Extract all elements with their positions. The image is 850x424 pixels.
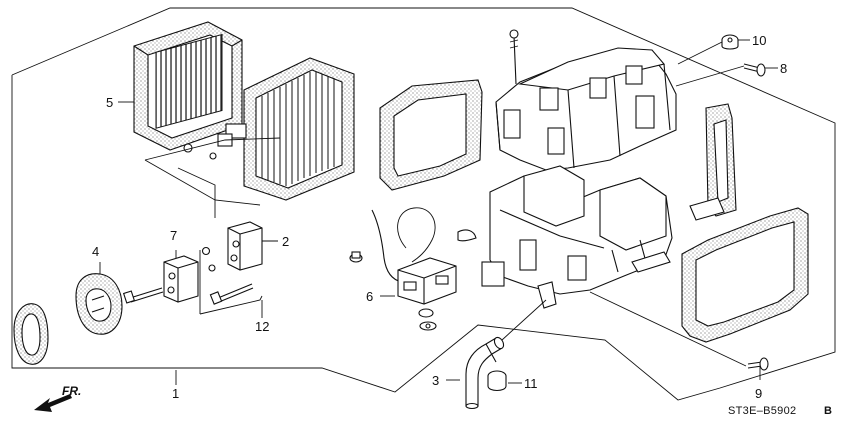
callout-6: 6 (366, 289, 373, 304)
callout-1: 1 (172, 386, 179, 401)
lower-case (481, 165, 673, 309)
callout-4: 4 (92, 244, 99, 259)
expansion-valve-block (227, 221, 263, 271)
drain-cap (487, 370, 507, 392)
right-duct-seal (681, 207, 809, 343)
thermostat (349, 207, 477, 331)
callout-12: 12 (255, 319, 269, 334)
front-direction-label: FR. (62, 384, 81, 398)
diagram-code-suffix: B (824, 405, 832, 417)
drain-hose (465, 299, 547, 410)
upper-case (495, 29, 677, 171)
pipe-grommet (75, 273, 123, 335)
assembly-boundary (11, 7, 836, 401)
air-filter (133, 21, 243, 151)
callout-3: 3 (432, 373, 439, 388)
evaporator-core (183, 57, 355, 201)
ring-seal (13, 303, 49, 365)
callout-labels: 1 2 3 4 5 6 7 8 9 10 11 12 (92, 33, 787, 401)
callout-2: 2 (282, 234, 289, 249)
callout-11: 11 (524, 376, 538, 391)
diagram-code: ST3E–B5902 B (728, 405, 832, 417)
callout-10: 10 (752, 33, 766, 48)
block-joint (122, 246, 254, 305)
diagram-code-text: ST3E–B5902 (728, 405, 796, 417)
front-direction-indicator: FR. (34, 384, 81, 412)
vertical-seal-strip (689, 103, 737, 221)
hardware-screws (589, 34, 769, 371)
callout-8: 8 (780, 61, 787, 76)
callout-5: 5 (106, 95, 113, 110)
callout-7: 7 (170, 228, 177, 243)
callout-9: 9 (755, 386, 762, 401)
duct-seal-frame (379, 79, 483, 191)
